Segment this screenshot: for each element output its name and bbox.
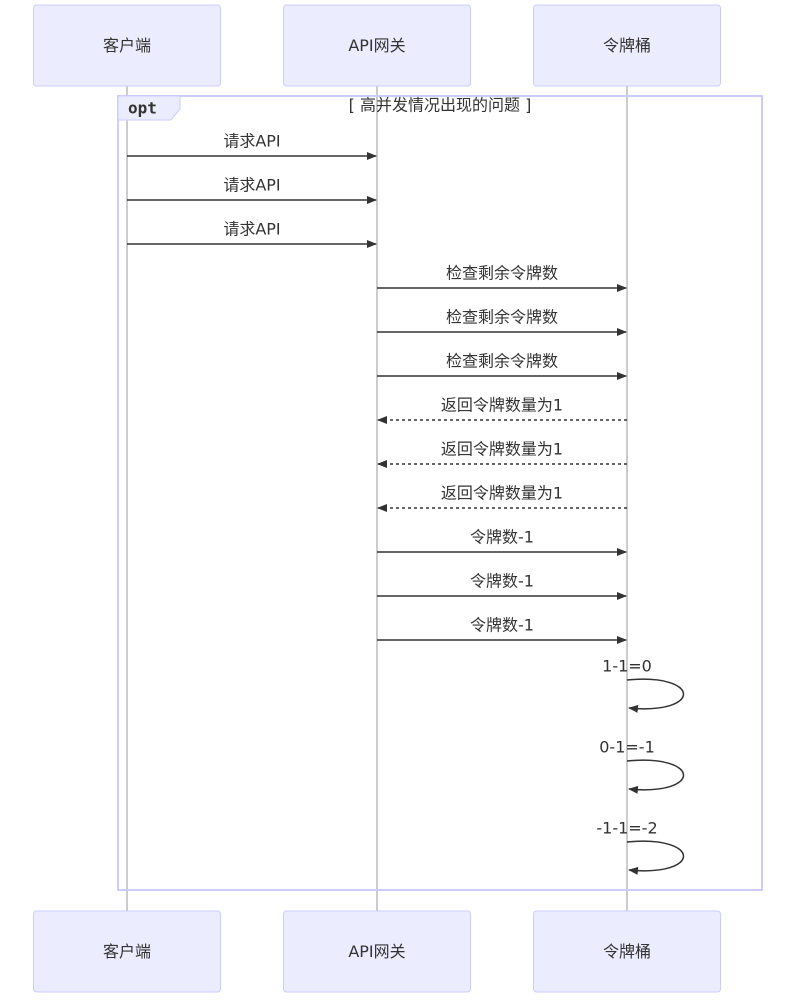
participant-box	[283, 910, 471, 993]
self-message: 0-1=-1	[599, 738, 685, 794]
message-label: 令牌数-1	[470, 528, 534, 547]
message-label: 令牌数-1	[470, 572, 534, 591]
message: 检查剩余令牌数	[377, 264, 627, 292]
self-message-arrow	[626, 678, 685, 713]
self-message-label: -1-1=-2	[596, 819, 657, 838]
participant-gateway-bottom: API网关	[283, 910, 471, 993]
participant-label: API网关	[348, 36, 405, 55]
fragment-label-box	[117, 95, 181, 121]
message: 返回令牌数量为1	[377, 440, 627, 468]
participant-client-top: 客户端	[33, 4, 221, 87]
message: 返回令牌数量为1	[377, 396, 627, 424]
fragment-type-label: opt	[128, 99, 157, 118]
message: 请求API	[127, 176, 377, 204]
fragment-condition: [ 高并发情况出现的问题 ]	[349, 96, 532, 115]
message-label: 令牌数-1	[470, 616, 534, 635]
message-label: 检查剩余令牌数	[446, 264, 558, 283]
fragment-frame	[117, 95, 763, 891]
self-message-arrow	[626, 840, 685, 875]
self-message-label: 0-1=-1	[599, 738, 655, 757]
participant-box	[533, 910, 721, 993]
message-label: 返回令牌数量为1	[441, 484, 563, 503]
participant-bucket-bottom: 令牌桶	[533, 910, 721, 993]
participant-label: 客户端	[103, 36, 151, 55]
message-label: 检查剩余令牌数	[446, 308, 558, 327]
message: 返回令牌数量为1	[377, 484, 627, 512]
message: 请求API	[127, 132, 377, 160]
message-label: 请求API	[223, 176, 280, 195]
participant-label: API网关	[348, 942, 405, 961]
participant-box	[283, 4, 471, 87]
message: 请求API	[127, 220, 377, 248]
message-label: 请求API	[223, 220, 280, 239]
self-message-label: 1-1=0	[602, 657, 652, 676]
participant-box	[33, 910, 221, 993]
opt-fragment: opt [ 高并发情况出现的问题 ]	[117, 95, 763, 891]
message: 令牌数-1	[377, 572, 627, 600]
message: 检查剩余令牌数	[377, 308, 627, 336]
participant-label: 令牌桶	[603, 942, 651, 961]
self-message-arrow	[626, 759, 685, 794]
message-label: 请求API	[223, 132, 280, 151]
message: 令牌数-1	[377, 528, 627, 556]
participant-client-bottom: 客户端	[33, 910, 221, 993]
participant-label: 令牌桶	[603, 36, 651, 55]
self-message: -1-1=-2	[596, 819, 685, 875]
participant-label: 客户端	[103, 942, 151, 961]
participant-box	[533, 4, 721, 87]
message-label: 返回令牌数量为1	[441, 396, 563, 415]
message: 令牌数-1	[377, 616, 627, 644]
message-label: 返回令牌数量为1	[441, 440, 563, 459]
participant-gateway-top: API网关	[283, 4, 471, 87]
participant-box	[33, 4, 221, 87]
self-message: 1-1=0	[602, 657, 685, 713]
message: 检查剩余令牌数	[377, 352, 627, 380]
participant-bucket-top: 令牌桶	[533, 4, 721, 87]
message-label: 检查剩余令牌数	[446, 352, 558, 371]
